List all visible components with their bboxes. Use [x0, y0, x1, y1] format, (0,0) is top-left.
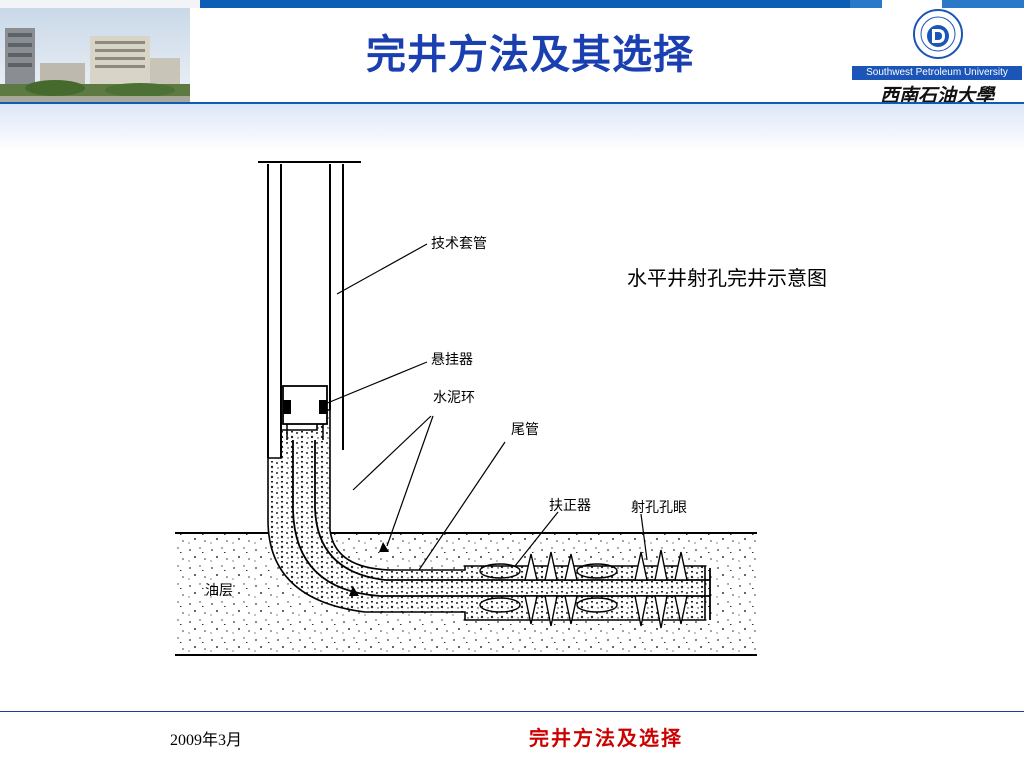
university-logo: Southwest Petroleum University 西南石油大學 — [852, 6, 1022, 107]
label-liner: 尾管 — [511, 422, 539, 438]
leader-lines — [324, 243, 648, 571]
label-oil-layer: 油层 — [205, 583, 233, 599]
campus-photo — [0, 8, 190, 102]
arrow-head — [349, 586, 359, 596]
header-gradient-band — [0, 104, 1024, 152]
header-divider — [0, 102, 1024, 104]
footer-date: 2009年3月 — [170, 732, 243, 749]
label-cement-ring: 水泥环 — [433, 390, 475, 406]
figure-caption: 水平井射孔完井示意图 — [627, 266, 827, 290]
horizontal-well-diagram: 技术套管 悬挂器 水泥环 尾管 扶正器 射孔孔眼 油层 — [165, 150, 763, 670]
university-name-en: Southwest Petroleum University — [852, 66, 1022, 80]
arrow-head — [379, 542, 389, 552]
university-emblem-icon — [913, 9, 963, 59]
centralizers — [479, 563, 618, 613]
label-centralizer: 扶正器 — [549, 498, 591, 514]
perforation-holes — [524, 549, 688, 629]
liner-hanger — [282, 385, 328, 440]
university-name-cn: 西南石油大學 — [879, 85, 994, 107]
slide-title: 完井方法及其选择 — [366, 32, 694, 78]
label-perforation-holes: 射孔孔眼 — [631, 500, 687, 516]
liner-pipe — [292, 440, 711, 620]
footer-title: 完井方法及选择 — [529, 726, 683, 750]
footer-divider — [0, 711, 1024, 712]
label-hanger: 悬挂器 — [431, 352, 473, 368]
top-accent-bar — [0, 0, 1024, 8]
technical-casing — [258, 161, 361, 458]
label-technical-casing: 技术套管 — [431, 236, 487, 252]
